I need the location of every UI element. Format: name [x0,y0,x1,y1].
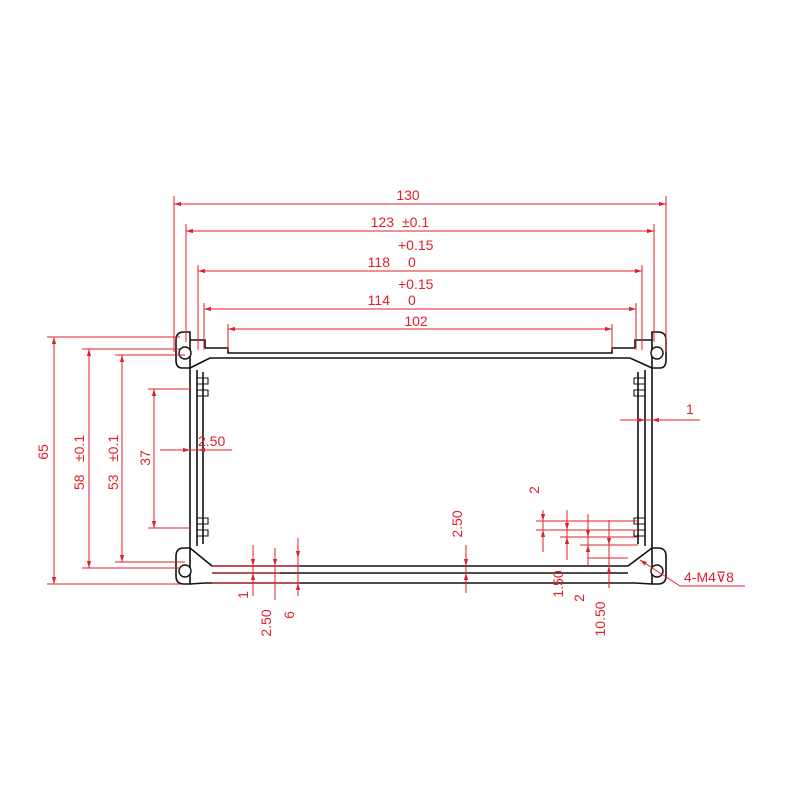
extension-lines-bottom-right [536,520,638,559]
dim-label-right-2: 2 [526,486,542,494]
bottom-left-dimensions: 1 2.50 6 [212,538,301,637]
slots-right-top [633,377,645,397]
corner-top-left [175,331,211,369]
horizontal-dimensions: 130 123 ±0.1 +0.15 118 0 +0.15 114 0 102 [173,187,667,352]
dim-label-123: 123 [371,214,395,230]
dim-label-groove-2-50: 2.50 [198,433,225,449]
screw-callout: 4-M4⊽8 [639,559,745,587]
dim-label-102: 102 [404,313,428,329]
dim-tol-123: ±0.1 [402,214,429,230]
dim-label-right-1-50: 1.50 [550,570,566,597]
dim-label-bottom-6: 6 [281,611,297,619]
extension-lines-horizontal [173,196,667,352]
right-wall-inner [637,370,646,546]
dim-label-58: 58 [71,474,87,490]
center-dimension: 2.50 [449,510,469,593]
dim-label-130: 130 [396,187,420,203]
dim-label-37: 37 [137,450,153,466]
dim-label-center-2-50: 2.50 [449,510,465,537]
dim-tol-53: ±0.1 [105,435,121,462]
corner-bottom-left [175,547,213,585]
dim-tol-118: +0.15 [398,237,434,253]
top-plate-outer [205,347,635,354]
callout-label-4-m4: 4-M4⊽8 [684,569,734,585]
slots-left-top [197,377,209,397]
vertical-dimensions: 65 58 ±0.1 53 ±0.1 37 2.50 [35,336,232,585]
dim-label-114: 114 [368,292,391,308]
dim-zero-118: 0 [408,254,416,270]
dim-tol-58: ±0.1 [71,435,87,462]
extension-lines-vertical [47,336,190,585]
dim-label-wall-1: 1 [686,401,694,417]
dim-label-53: 53 [105,474,121,490]
dim-label-65: 65 [35,444,51,460]
right-wall-dimension: 1 [620,401,700,423]
screw-hole-bottom-left [178,564,192,578]
screw-hole-top-right [650,346,664,360]
left-wall-inner [196,370,204,546]
corner-top-right [629,331,667,369]
dim-label-right-2b: 2 [571,594,587,602]
dim-zero-114: 0 [408,292,416,308]
corner-bottom-right [627,547,667,585]
bottom-right-dimensions: 2 1.50 2 10.50 [526,486,638,637]
enclosure-profile [175,331,667,585]
dim-label-bottom-2-50: 2.50 [258,609,274,636]
dim-tol-114: +0.15 [398,276,434,292]
dim-label-right-10-50: 10.50 [592,601,608,636]
extension-lines-bottom-left [212,565,300,584]
callout-leader [639,559,681,587]
dim-label-118: 118 [368,254,391,270]
slots-left-bottom [197,517,209,537]
dim-label-bottom-1: 1 [235,591,251,599]
screw-hole-top-left [178,346,192,360]
